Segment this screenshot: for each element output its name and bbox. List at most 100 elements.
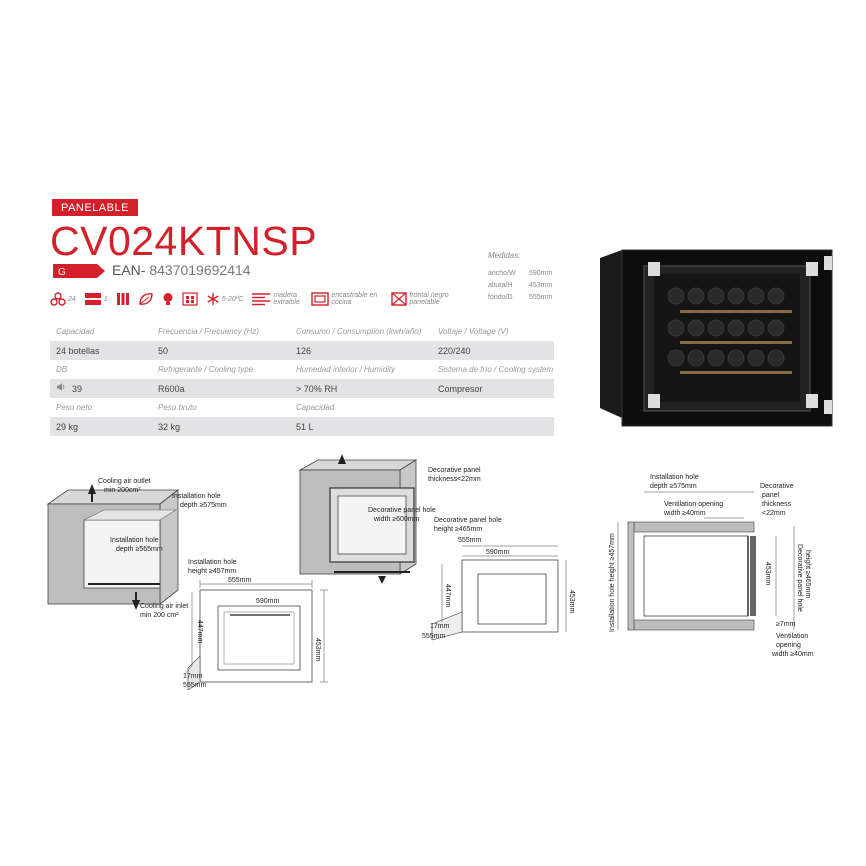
speaker-icon xyxy=(56,382,66,394)
bottles-feature: 24 xyxy=(50,292,76,306)
wood-shelves-feature: madera extraible xyxy=(251,292,303,306)
spec-value: 24 botellas xyxy=(56,346,100,356)
spec-label: Consumo / Consumption (kwh/año) xyxy=(296,327,422,336)
wood-shelves-icon xyxy=(252,293,271,306)
wood-shelves-value: madera extraible xyxy=(273,292,300,306)
hole-height-label-2: height ≥457mm xyxy=(188,568,236,575)
shelf-value: 1 xyxy=(103,295,108,303)
spec-label: DB xyxy=(56,365,68,374)
dimension-label: fondo/D xyxy=(488,294,513,301)
bulb-icon xyxy=(163,293,173,305)
height-453-label: 453mm xyxy=(314,638,321,662)
installation-diagram-1: Cooling air outlet min 200cm² Installati… xyxy=(46,478,328,690)
spec-value: 39 xyxy=(72,384,83,394)
spec-value: 50 xyxy=(158,346,169,356)
spec-label: Capacidad xyxy=(56,327,95,336)
spec-value: 220/240 xyxy=(438,346,471,356)
panel-height-label: Decorative panel hole xyxy=(796,544,803,612)
installation-diagram-2: Decorative panel thickness<22mm Decorati… xyxy=(298,454,575,641)
dimension-value: 453mm xyxy=(529,282,553,289)
depth-17-label: 17mm xyxy=(430,623,450,630)
deco-width-label-2: width ≥600mm xyxy=(373,516,420,523)
panel-height-label-2: height ≥465mm xyxy=(804,550,811,598)
dimensions-list: ancho/W 590mm altura/H 453mm fondo/D 555… xyxy=(488,270,568,304)
shelf-feature: 1 xyxy=(84,292,108,306)
spec-label: Sistema de frío / Cooling system xyxy=(438,365,554,374)
vent-top-label-2: width ≥40mm xyxy=(663,510,706,517)
hole-depth-label-2: depth ≥575mm xyxy=(180,502,227,509)
hole-height-label: Installation hole xyxy=(188,559,237,566)
built-in-feature: encastrable en cocina xyxy=(311,292,383,306)
cooling-outlet-label-2: min 200cm² xyxy=(104,487,141,494)
dimension-value: 555mm xyxy=(529,294,553,301)
temperature-value: 5-20ºC xyxy=(221,295,244,303)
hole-height-label: Installation hole height ≥457mm xyxy=(609,533,616,632)
deco-thickness-label: Decorative panel xyxy=(428,467,481,474)
built-in-value: encastrable en cocina xyxy=(331,292,378,306)
shelf-icon xyxy=(84,293,101,305)
installation-diagram-3: Installation hole depth ≥575mm Ventilati… xyxy=(609,474,814,658)
panel-feature: frontal negro panelable xyxy=(391,292,459,306)
spec-value: R600a xyxy=(158,384,185,394)
spec-value: 32 kg xyxy=(158,422,181,432)
spec-label: Peso bruto xyxy=(158,403,197,412)
spec-value: 51 L xyxy=(296,422,314,432)
hole-depth-label: Installation hole xyxy=(172,493,221,500)
bottles-value: 24 xyxy=(68,295,76,303)
spec-label: Refrigerante / Cooling type xyxy=(158,365,254,374)
cooling-inlet-label: Cooling air inlet xyxy=(140,603,188,610)
spec-value: 126 xyxy=(296,346,312,356)
width-555-label: 555mm xyxy=(458,537,482,544)
spec-label: Frecuencia / Frecuency (Hz) xyxy=(158,327,259,336)
width-555-label: 555mm xyxy=(228,577,252,584)
spec-value: 29 kg xyxy=(56,422,79,432)
spec-values-3: 29 kg 32 kg 51 L xyxy=(50,417,554,436)
deco-label: Decorative xyxy=(760,483,794,490)
energy-class-badge: G xyxy=(53,264,105,278)
height-447-label: 447mm xyxy=(444,584,451,608)
deco-height-label: Decorative panel hole xyxy=(434,517,502,524)
vent-top-label: Ventilation opening xyxy=(664,501,723,508)
vent-icon xyxy=(116,293,129,305)
height-453-label: 453mm xyxy=(568,590,575,614)
dimension-label: altura/H xyxy=(488,282,513,289)
energy-class-label: G xyxy=(58,267,66,278)
snowflake-icon xyxy=(207,293,219,305)
spec-label: Capacidad xyxy=(296,403,335,412)
spec-label: Peso neto xyxy=(56,403,93,412)
spec-label: Voltaje / Voltage (V) xyxy=(438,327,509,336)
leaf-icon xyxy=(139,293,153,305)
deco-width-label: Decorative panel hole xyxy=(368,507,436,514)
height-447-label: 447mm xyxy=(196,620,203,644)
panelable-badge: PANELABLE xyxy=(52,199,138,216)
panel-value: frontal negro panelable xyxy=(409,292,449,306)
spec-value: Compresor xyxy=(438,384,483,394)
ean-line: EAN- 8437019692414 xyxy=(112,262,251,278)
ean-value: 8437019692414 xyxy=(149,262,251,278)
gap-label: ≥7mm xyxy=(776,621,796,628)
cooling-inlet-label-2: min 200 cm² xyxy=(140,612,179,619)
depth-17-label: 17mm xyxy=(183,673,203,680)
dimension-value: 590mm xyxy=(529,270,553,277)
spec-values-2: 39 R600a > 70% RH Compresor xyxy=(50,379,554,398)
temperature-feature: 5-20ºC xyxy=(206,292,244,306)
dimension-label: ancho/W xyxy=(488,270,516,277)
model-title: CV024KTNSP xyxy=(50,218,318,264)
width-590-label: 590mm xyxy=(256,598,280,605)
hole-depth-inner-label-2: depth ≥565mm xyxy=(116,546,163,553)
spec-labels-2: DB Refrigerante / Cooling type Humedad i… xyxy=(50,360,554,379)
vent-bottom-label-3: width ≥40mm xyxy=(771,651,814,658)
spec-labels-1: Capacidad Frecuencia / Frecuency (Hz) Co… xyxy=(50,322,554,341)
cooling-outlet-label: Cooling air outlet xyxy=(98,478,151,485)
height-453-label: 453mm xyxy=(764,562,771,586)
spec-labels-3: Peso neto Peso bruto Capacidad xyxy=(50,398,554,417)
deco-thickness-label-2: thickness<22mm xyxy=(428,476,481,483)
spec-values-1: 24 botellas 50 126 220/240 xyxy=(50,341,554,360)
deco-label-2: panel xyxy=(762,492,780,499)
width-590-label: 590mm xyxy=(486,549,510,556)
deco-height-label-2: height ≥465mm xyxy=(434,526,482,533)
vent-bottom-label-2: opening xyxy=(776,642,801,649)
product-photo xyxy=(600,249,833,427)
deco-label-3: thickness xyxy=(762,501,792,508)
control-panel-icon xyxy=(182,292,198,306)
